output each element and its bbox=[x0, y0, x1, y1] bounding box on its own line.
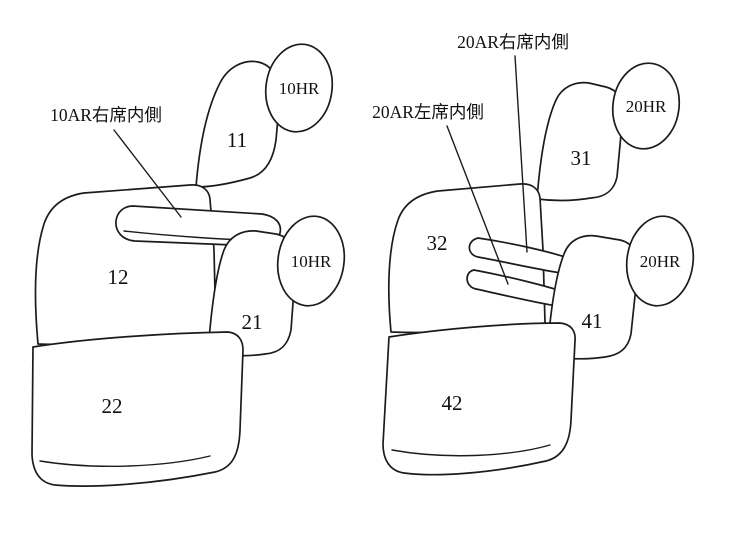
left-seat-group: 10HR 10HR 11 12 21 22 10AR右席内側 bbox=[31, 43, 346, 487]
left-headrest-mid-label: 10HR bbox=[291, 252, 332, 271]
left-seatback-left-number: 12 bbox=[108, 265, 129, 289]
right-headrest-mid-label: 20HR bbox=[640, 252, 681, 271]
right-headrest-top-shape bbox=[611, 62, 681, 150]
right-seatback-top-shape bbox=[536, 81, 624, 202]
left-headrest-top-label: 10HR bbox=[279, 79, 320, 98]
left-cushion-shape bbox=[31, 331, 244, 487]
right-seatback-top-number: 31 bbox=[571, 146, 592, 170]
right-headrest-mid-shape bbox=[625, 215, 695, 307]
right-cushion-number: 42 bbox=[442, 391, 463, 415]
right-armrest-right-callout-leader-line bbox=[514, 55, 528, 253]
right-armrest-right-callout-label: 20AR右席内側 bbox=[457, 32, 569, 52]
left-headrest-top-shape bbox=[264, 43, 334, 133]
right-seatback-left-number: 32 bbox=[427, 231, 448, 255]
left-cushion-crease-line bbox=[39, 455, 211, 467]
right-seat-group: 20HR 20HR 31 32 41 42 20AR右席内側 20AR左席内側 bbox=[372, 32, 695, 476]
left-seatback-right-number: 21 bbox=[242, 310, 263, 334]
left-headrest-mid-shape bbox=[276, 215, 346, 307]
left-armrest-callout-label: 10AR右席内側 bbox=[50, 105, 162, 125]
right-headrest-top-label: 20HR bbox=[626, 97, 667, 116]
right-cushion-shape bbox=[382, 322, 576, 476]
right-cushion-crease-line bbox=[391, 444, 551, 457]
right-seatback-right-number: 41 bbox=[582, 309, 603, 333]
left-armrest-callout-leader-line bbox=[113, 129, 182, 218]
right-armrest-left-callout-leader-line bbox=[446, 125, 509, 285]
right-armrest-left-callout-label: 20AR左席内側 bbox=[372, 102, 484, 122]
left-cushion-number: 22 bbox=[102, 394, 123, 418]
left-seatback-top-number: 11 bbox=[227, 128, 247, 152]
